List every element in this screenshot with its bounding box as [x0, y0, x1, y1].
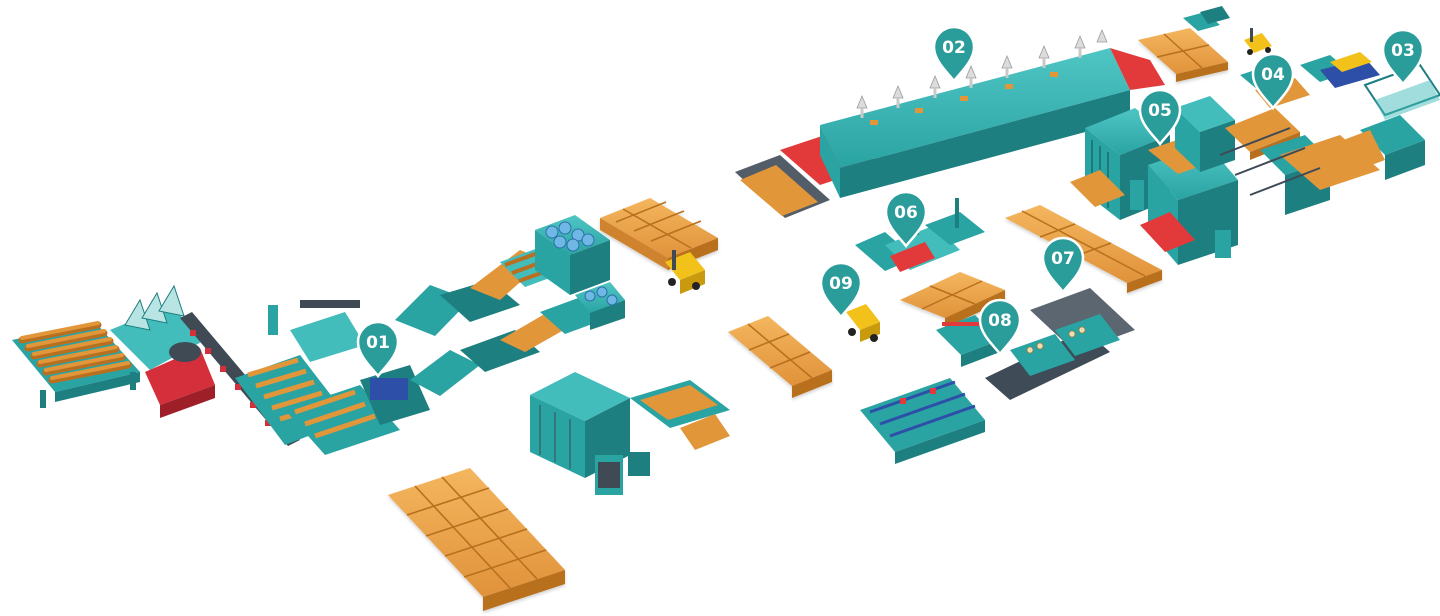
cold-press-04: [1175, 65, 1380, 215]
veneer-stacking-line-03: [1183, 6, 1440, 180]
station-pin-label: 05: [1148, 101, 1172, 121]
stacking-press-center: [530, 372, 730, 495]
board-stack-large-bottom: [388, 468, 565, 611]
station-pin-01[interactable]: 01: [356, 320, 400, 379]
board-stack-right: [1005, 205, 1162, 293]
chip-storage-unit-upper: [535, 215, 610, 295]
forklift-09: [846, 304, 880, 342]
map-pin-icon: [819, 261, 863, 320]
board-stack-mid-right: [900, 272, 1005, 328]
station-pin-label: 02: [942, 38, 966, 58]
map-pin-icon: [978, 298, 1022, 357]
station-pin-label: 08: [988, 311, 1012, 331]
station-pins: 01 02 03 04 05 06 07 08 09: [356, 25, 1425, 379]
log-debarker: [110, 284, 215, 418]
forklift-left: [665, 250, 705, 294]
station-pin-05[interactable]: 05: [1138, 88, 1182, 147]
station-pin-label: 01: [366, 333, 390, 353]
map-pin-icon: [1138, 88, 1182, 147]
map-pin-icon: [356, 320, 400, 379]
map-pin-icon: [1381, 28, 1425, 87]
station-pin-03[interactable]: 03: [1381, 28, 1425, 87]
veneer-feeder-06: [855, 198, 985, 272]
board-stack-upper-left: [600, 198, 718, 270]
station-pin-02[interactable]: 02: [932, 25, 976, 84]
station-pin-label: 09: [829, 274, 853, 294]
board-stack-top-right: [1138, 28, 1228, 82]
forklift-top-right: [1244, 28, 1272, 55]
sawing-line-01: [235, 300, 430, 455]
map-pin-icon: [884, 190, 928, 249]
station-pin-07[interactable]: 07: [1041, 236, 1085, 295]
panel-conveyor-07: [985, 288, 1135, 400]
sanding-line-bottom: [860, 378, 985, 464]
station-pin-09[interactable]: 09: [819, 261, 863, 320]
chip-storage-unit-lower: [575, 282, 625, 330]
map-pin-icon: [932, 25, 976, 84]
log-infeed-deck: [12, 321, 140, 408]
map-pin-icon: [1251, 52, 1295, 111]
station-pin-label: 06: [894, 203, 918, 223]
station-pin-08[interactable]: 08: [978, 298, 1022, 357]
board-stack-center: [728, 316, 832, 398]
station-pin-label: 03: [1391, 41, 1415, 61]
station-pin-label: 07: [1051, 249, 1075, 269]
station-pin-label: 04: [1261, 65, 1285, 85]
drying-tunnel-02: [735, 28, 1165, 218]
station-pin-06[interactable]: 06: [884, 190, 928, 249]
map-pin-icon: [1041, 236, 1085, 295]
station-pin-04[interactable]: 04: [1251, 52, 1295, 111]
